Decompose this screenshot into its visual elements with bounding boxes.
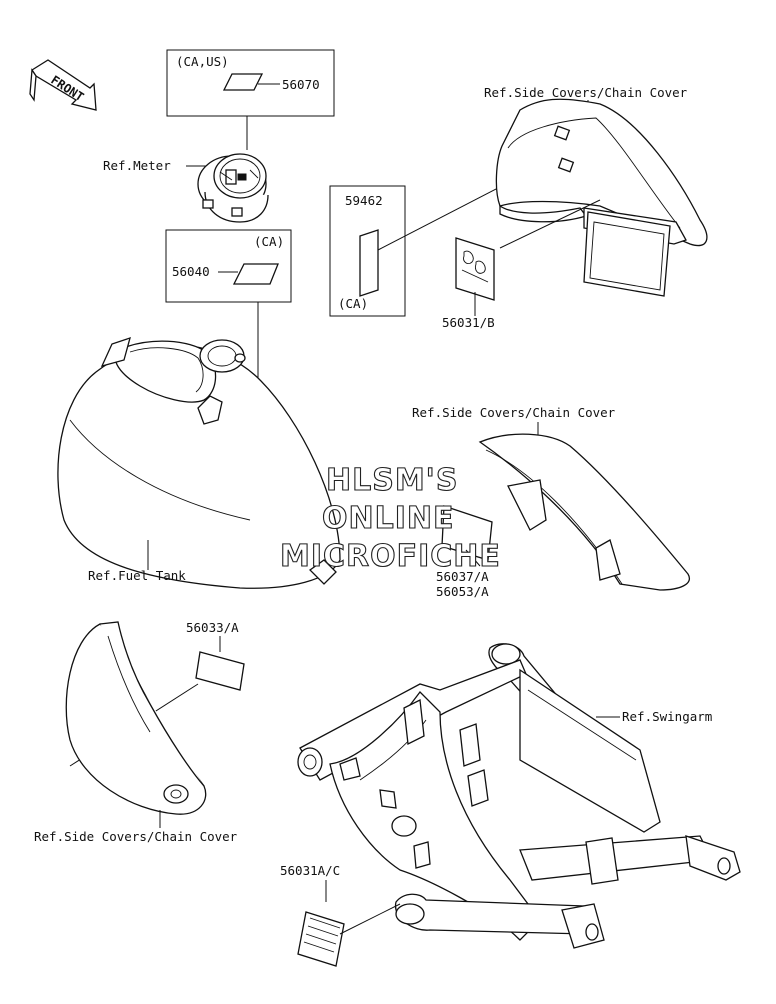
ref-side-covers-label-1: Ref.Side Covers/Chain Cover: [484, 85, 688, 100]
part-number-59462: 59462: [345, 193, 383, 208]
part-number-56040: 56040: [172, 264, 210, 279]
swingarm: Ref.Swingarm: [297, 643, 741, 949]
watermark: HLSM'S ONLINE MICROFICHE: [279, 462, 501, 574]
ref-swingarm-label: Ref.Swingarm: [622, 709, 712, 724]
ref-side-covers-label-2: Ref.Side Covers/Chain Cover: [412, 405, 616, 420]
decal-59462: [359, 229, 379, 297]
fuel-tank: Ref.Fuel Tank: [57, 336, 341, 589]
watermark-line-2: ONLINE: [322, 501, 455, 536]
decal-56040: [232, 263, 279, 285]
part-number-56033a: 56033/A: [186, 620, 239, 635]
ref-meter-label: Ref.Meter: [103, 158, 171, 173]
ref-fuel-tank-label: Ref.Fuel Tank: [88, 568, 186, 583]
decal-56031b: 56031/B: [442, 237, 495, 330]
decal-56031ac: 56031A/C: [280, 863, 401, 967]
watermark-line-3: MICROFICHE: [280, 539, 501, 574]
part-number-56053a: 56053/A: [436, 584, 489, 599]
side-cover-top: Ref.Side Covers/Chain Cover: [484, 85, 708, 297]
region-ca-56040: (CA): [254, 234, 284, 249]
part-number-56031ac: 56031A/C: [280, 863, 340, 878]
side-cover-middle: Ref.Side Covers/Chain Cover: [412, 405, 690, 591]
part-number-56037a: 56037/A: [436, 569, 489, 584]
front-arrow: FRONT: [29, 59, 97, 111]
region-ca-us: (CA,US): [176, 54, 229, 69]
label-box-56070: (CA,US) 56070: [166, 49, 335, 150]
meter: Ref.Meter: [103, 153, 269, 223]
watermark-line-1: HLSM'S: [326, 463, 458, 498]
part-number-56070: 56070: [282, 77, 320, 92]
part-number-56031b: 56031/B: [442, 315, 495, 330]
region-ca-59462: (CA): [338, 296, 368, 311]
decal-56070: [222, 73, 264, 91]
label-box-56040: (CA) 56040: [165, 229, 292, 388]
ref-side-covers-label-3: Ref.Side Covers/Chain Cover: [34, 829, 238, 844]
decal-56037a: 56037/A 56053/A: [436, 505, 493, 599]
side-cover-lower: Ref.Side Covers/Chain Cover: [34, 621, 238, 844]
